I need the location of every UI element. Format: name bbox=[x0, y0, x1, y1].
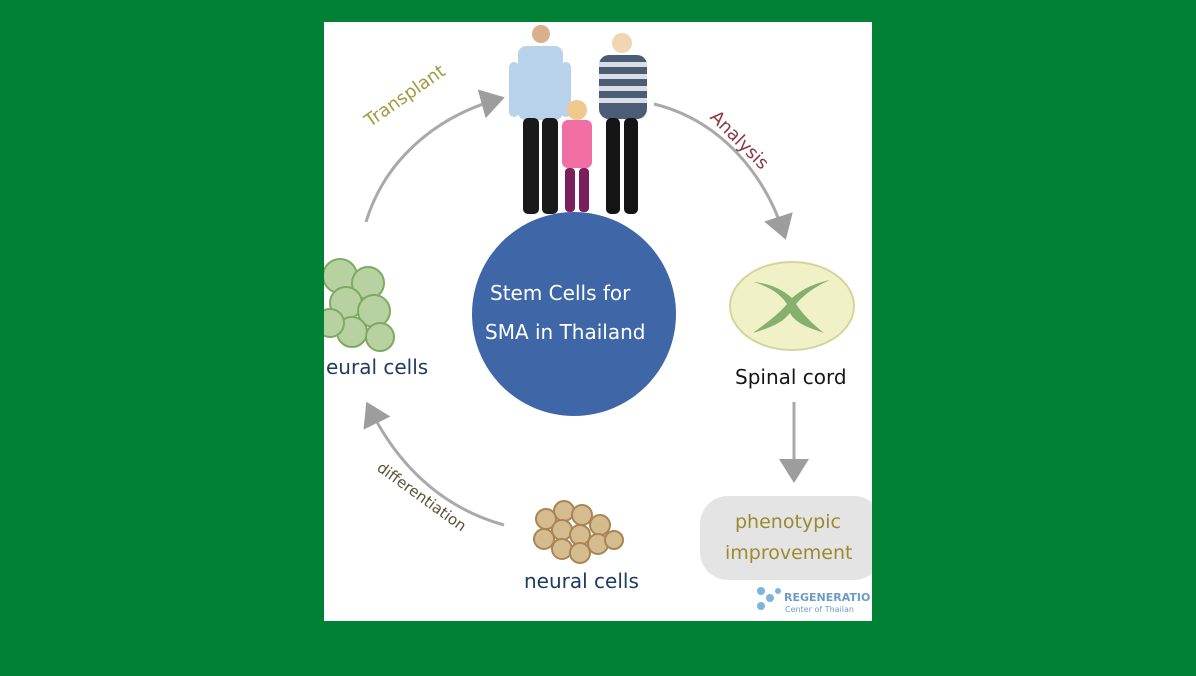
center-title-line2: SMA in Thailand bbox=[485, 320, 646, 344]
logo-line1: REGENERATIO bbox=[784, 591, 871, 604]
phenotypic-label-line1: phenotypic bbox=[735, 511, 841, 533]
phenotypic-improvement-pill bbox=[700, 496, 872, 580]
spinal-cord-illustration bbox=[729, 261, 855, 351]
neural-cell-cluster-left bbox=[324, 258, 395, 352]
diagram-graphics bbox=[324, 25, 872, 610]
neural-cell-cluster-bottom bbox=[533, 500, 624, 564]
diagram-card: Stem Cells for SMA in Thailand Transplan… bbox=[324, 22, 872, 621]
regeneration-logo-icon bbox=[757, 587, 781, 610]
center-title-line1: Stem Cells for bbox=[490, 281, 631, 305]
center-circle bbox=[472, 212, 676, 416]
phenotypic-label-line2: improvement bbox=[725, 542, 853, 564]
transplant-arrow bbox=[364, 89, 505, 223]
logo-line2: Center of Thailan bbox=[785, 605, 854, 614]
neural-cells-left-label: eural cells bbox=[326, 355, 429, 379]
analysis-arrow bbox=[653, 102, 793, 240]
family-illustration bbox=[509, 25, 647, 214]
neural-cells-bottom-label: neural cells bbox=[524, 569, 639, 593]
spinal-cord-label: Spinal cord bbox=[735, 365, 847, 389]
differentiation-arrow bbox=[363, 401, 505, 527]
